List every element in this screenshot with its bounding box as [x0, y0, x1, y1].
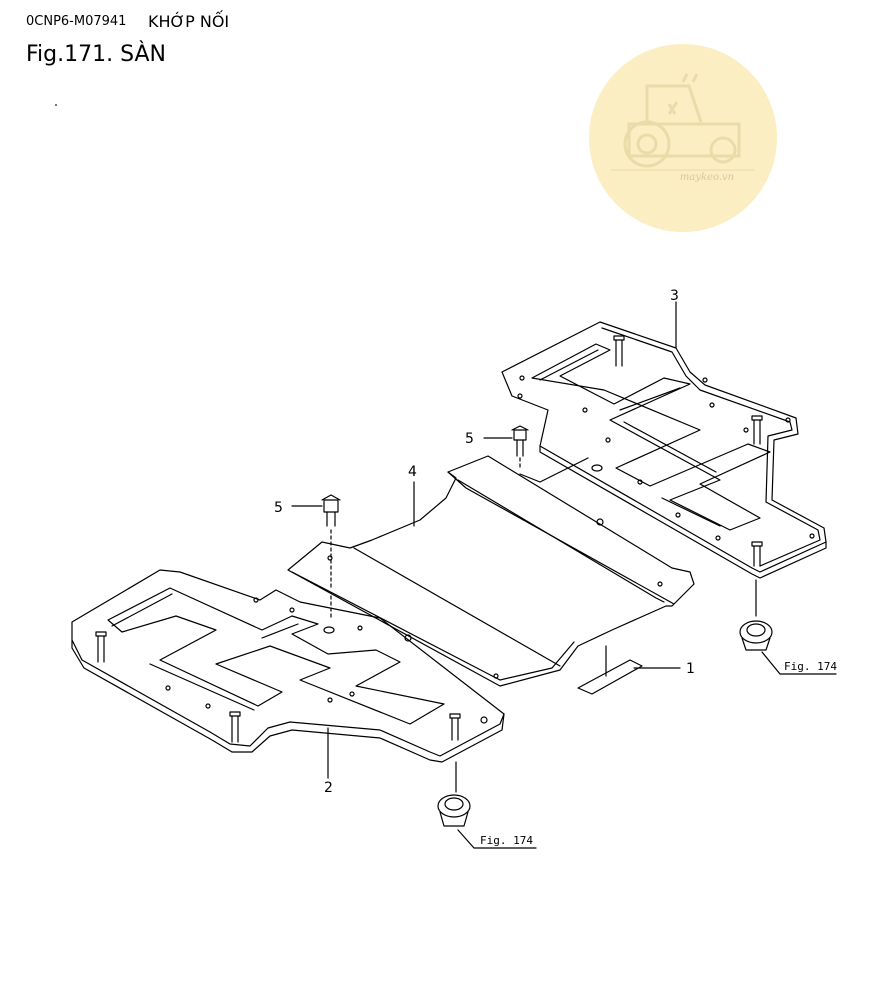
watermark-logo: maykeo.vn — [589, 44, 777, 232]
figure-title: Fig.171. SÀN — [26, 42, 166, 67]
bolt-lower — [321, 494, 341, 619]
grommet-bottom — [437, 761, 471, 827]
figure-reference-right: Fig. 174 — [784, 660, 837, 673]
callout-part-3: 3 — [670, 288, 679, 304]
document-code: 0CNP6-M07941 — [26, 14, 127, 29]
bolt-upper — [511, 425, 589, 483]
watermark-text: maykeo.vn — [680, 172, 734, 183]
callout-part-5-upper: 5 — [465, 431, 474, 447]
grommet-right — [739, 579, 773, 651]
figure-reference-bottom: Fig. 174 — [480, 834, 533, 847]
callout-part-1: 1 — [686, 661, 695, 677]
pad-part — [577, 659, 643, 695]
callout-part-5-lower: 5 — [274, 500, 283, 516]
floor-mat-right — [501, 321, 827, 579]
floor-mat-left — [71, 569, 505, 763]
callout-part-4: 4 — [408, 464, 417, 480]
section-title: KHỚP NỐI — [148, 12, 230, 31]
center-cover-plate — [287, 455, 695, 687]
tractor-icon — [623, 73, 741, 168]
stray-dot — [55, 104, 57, 106]
callout-part-2: 2 — [324, 780, 333, 796]
